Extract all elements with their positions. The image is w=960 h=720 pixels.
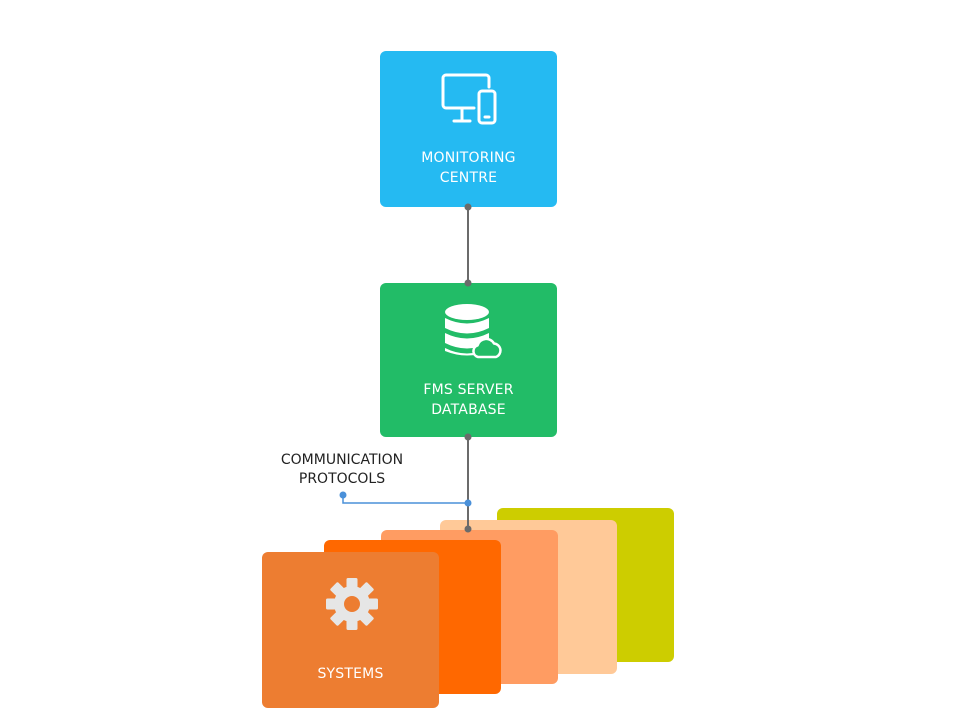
gear-icon	[326, 578, 378, 630]
monitoring-label-line2: CENTRE	[439, 170, 498, 186]
protocols-pointer-line	[339, 491, 472, 507]
fms-server-database-node: FMS SERVER DATABASE	[380, 283, 557, 437]
protocols-label-line2: PROTOCOLS	[298, 471, 386, 487]
monitoring-label-line1: MONITORING	[421, 150, 516, 166]
database-cloud-icon	[445, 304, 502, 359]
monitoring-centre-node: MONITORING CENTRE	[380, 51, 557, 207]
server-label-line2: DATABASE	[431, 402, 506, 418]
server-label-line1: FMS SERVER	[423, 382, 514, 398]
communication-protocols-label: COMMUNICATION PROTOCOLS	[262, 451, 422, 489]
devices-icon	[441, 73, 497, 125]
server-to-systems-connector	[464, 433, 472, 533]
systems-label: SYSTEMS	[317, 666, 384, 682]
monitoring-to-server-connector	[464, 203, 472, 287]
systems-node: SYSTEMS	[262, 552, 439, 708]
protocols-label-line1: COMMUNICATION	[280, 452, 404, 468]
